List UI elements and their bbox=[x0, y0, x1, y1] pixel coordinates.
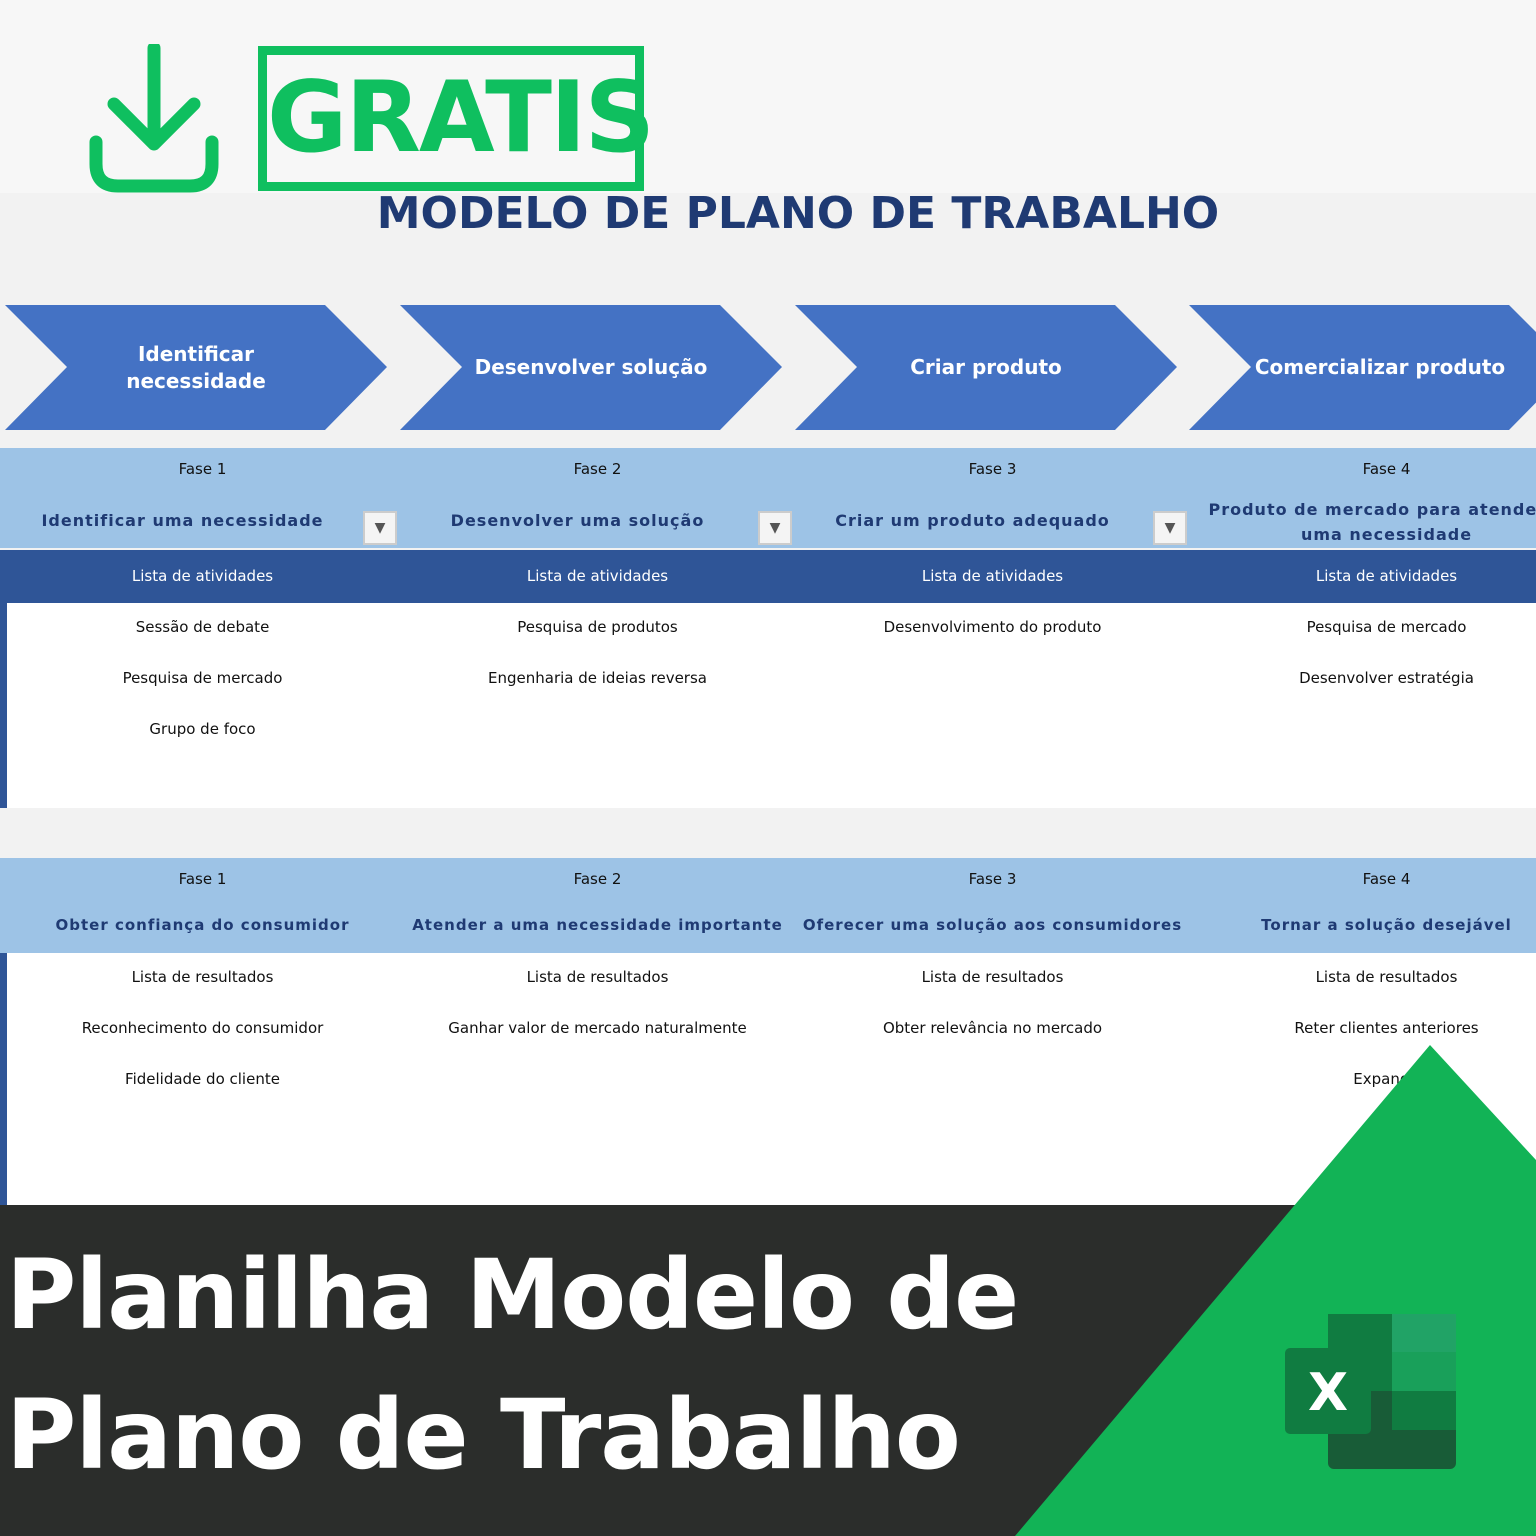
result-item: Fidelidade do cliente bbox=[125, 1070, 280, 1088]
chevron-label: Desenvolver solução bbox=[474, 355, 708, 379]
list-header: Lista de resultados bbox=[921, 968, 1064, 986]
activity-item: Desenvolvimento do produto bbox=[883, 618, 1102, 636]
banner-line-1: Planilha Modelo de bbox=[6, 1239, 1019, 1351]
list-header: Lista de atividades bbox=[1315, 567, 1458, 585]
list-header: Lista de atividades bbox=[921, 567, 1064, 585]
phase-label: Fase 3 bbox=[968, 870, 1017, 888]
phase-name: Produto de mercado para atender a uma ne… bbox=[1208, 500, 1536, 544]
phase-dropdown-button[interactable]: ▼ bbox=[363, 511, 397, 545]
phase-label: Fase 3 bbox=[968, 460, 1017, 478]
list-header: Lista de resultados bbox=[526, 968, 669, 986]
activity-item: Engenharia de ideias reversa bbox=[488, 669, 707, 687]
result-item: Ganhar valor de mercado naturalmente bbox=[448, 1019, 747, 1037]
list-header-band-1 bbox=[0, 550, 1536, 603]
results-area bbox=[0, 953, 1536, 1205]
gratis-badge: GRATIS bbox=[258, 46, 655, 191]
phase-label: Fase 2 bbox=[573, 460, 622, 478]
chevron-step-1: Identificar necessidade bbox=[5, 305, 387, 430]
banner-line-2: Plano de Trabalho bbox=[6, 1379, 961, 1491]
phase-label: Fase 4 bbox=[1362, 870, 1411, 888]
svg-text:X: X bbox=[1308, 1363, 1348, 1423]
chevron-step-3: Criar produto bbox=[795, 305, 1177, 430]
chevron-label: Criar produto bbox=[910, 355, 1062, 379]
chevron-down-icon: ▼ bbox=[374, 520, 386, 536]
phase-name: Atender a uma necessidade importante bbox=[412, 916, 783, 934]
activities-area bbox=[0, 603, 1536, 808]
chevron-label: Comercializar produto bbox=[1254, 355, 1506, 379]
result-item: Obter relevância no mercado bbox=[882, 1019, 1103, 1037]
download-icon bbox=[89, 44, 219, 193]
excel-icon: X bbox=[1285, 1314, 1456, 1469]
list-header: Lista de atividades bbox=[131, 567, 274, 585]
promo-header bbox=[0, 0, 1536, 193]
result-item: Reconhecimento do consumidor bbox=[81, 1019, 324, 1037]
chevron-step-4: Comercializar produto bbox=[1189, 305, 1536, 430]
list-header: Lista de atividades bbox=[526, 567, 669, 585]
phase-label: Fase 1 bbox=[178, 460, 227, 478]
list-header: Lista de resultados bbox=[1315, 968, 1458, 986]
phase-name: Identificar uma necessidade bbox=[41, 511, 324, 530]
phase-dropdown-button[interactable]: ▼ bbox=[758, 511, 792, 545]
phase-name: Desenvolver uma solução bbox=[450, 511, 705, 530]
activity-item: Desenvolver estratégia bbox=[1299, 669, 1474, 687]
phase-name: Tornar a solução desejável bbox=[1261, 916, 1512, 934]
result-item: Reter clientes anteriores bbox=[1294, 1019, 1479, 1037]
phase-name: Obter confiança do consumidor bbox=[55, 916, 350, 934]
chevron-down-icon: ▼ bbox=[769, 520, 781, 536]
activity-item: Pesquisa de mercado bbox=[1306, 618, 1467, 636]
phase-name: Criar um produto adequado bbox=[835, 511, 1110, 530]
phase-label: Fase 4 bbox=[1362, 460, 1411, 478]
activity-item: Pesquisa de produtos bbox=[517, 618, 678, 636]
banner-title: Planilha Modelo de Plano de Trabalho bbox=[6, 1225, 1019, 1505]
phase-label: Fase 2 bbox=[573, 870, 622, 888]
chevron-label: Identificar necessidade bbox=[126, 341, 266, 393]
chevron-step-2: Desenvolver solução bbox=[400, 305, 782, 430]
chevron-down-icon: ▼ bbox=[1164, 520, 1176, 536]
phase-header-band-2 bbox=[0, 858, 1536, 953]
activity-item: Pesquisa de mercado bbox=[122, 669, 283, 687]
page-title: MODELO DE PLANO DE TRABALHO bbox=[376, 188, 1220, 239]
activity-item: Grupo de foco bbox=[149, 720, 256, 738]
phase-label: Fase 1 bbox=[178, 870, 227, 888]
activity-item: Sessão de debate bbox=[135, 618, 270, 636]
list-header: Lista de resultados bbox=[131, 968, 274, 986]
phase-dropdown-button[interactable]: ▼ bbox=[1153, 511, 1187, 545]
phase-name: Oferecer uma solução aos consumidores bbox=[802, 916, 1183, 934]
